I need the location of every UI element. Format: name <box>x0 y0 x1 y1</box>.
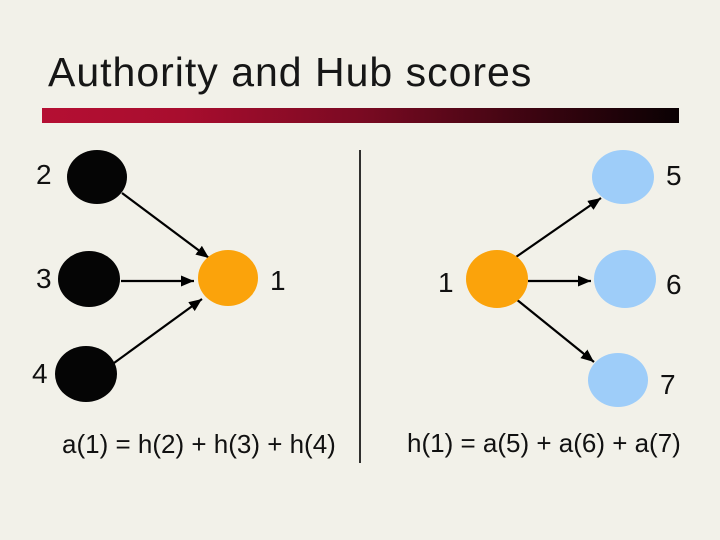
authority-node-5 <box>592 150 654 204</box>
node-label-7: 7 <box>660 369 676 400</box>
arrow-4-to-1 <box>113 298 203 364</box>
node-label-1-left: 1 <box>270 265 286 296</box>
node-label-1-right: 1 <box>438 267 454 298</box>
arrow-2-to-1 <box>121 192 210 259</box>
node-label-5: 5 <box>666 160 682 191</box>
node-label-4: 4 <box>32 358 48 389</box>
hub-node-3 <box>58 251 120 307</box>
node-label-6: 6 <box>666 269 682 300</box>
node-label-2: 2 <box>36 159 52 190</box>
hub-node-4 <box>55 346 117 402</box>
hub-node-2 <box>67 150 127 204</box>
authority-node-1-left <box>198 250 258 306</box>
slide-title: Authority and Hub scores <box>48 49 533 95</box>
arrow-1-to-7 <box>515 298 595 363</box>
arrow-1-to-5 <box>515 197 602 258</box>
authority-formula: a(1) = h(2) + h(3) + h(4) <box>62 429 336 459</box>
node-label-3: 3 <box>36 263 52 294</box>
hub-node-1-right <box>466 250 528 308</box>
hub-formula: h(1) = a(5) + a(6) + a(7) <box>407 428 681 458</box>
authority-node-7 <box>588 353 648 407</box>
title-accent-bar <box>42 108 679 123</box>
authority-node-6 <box>594 250 656 308</box>
